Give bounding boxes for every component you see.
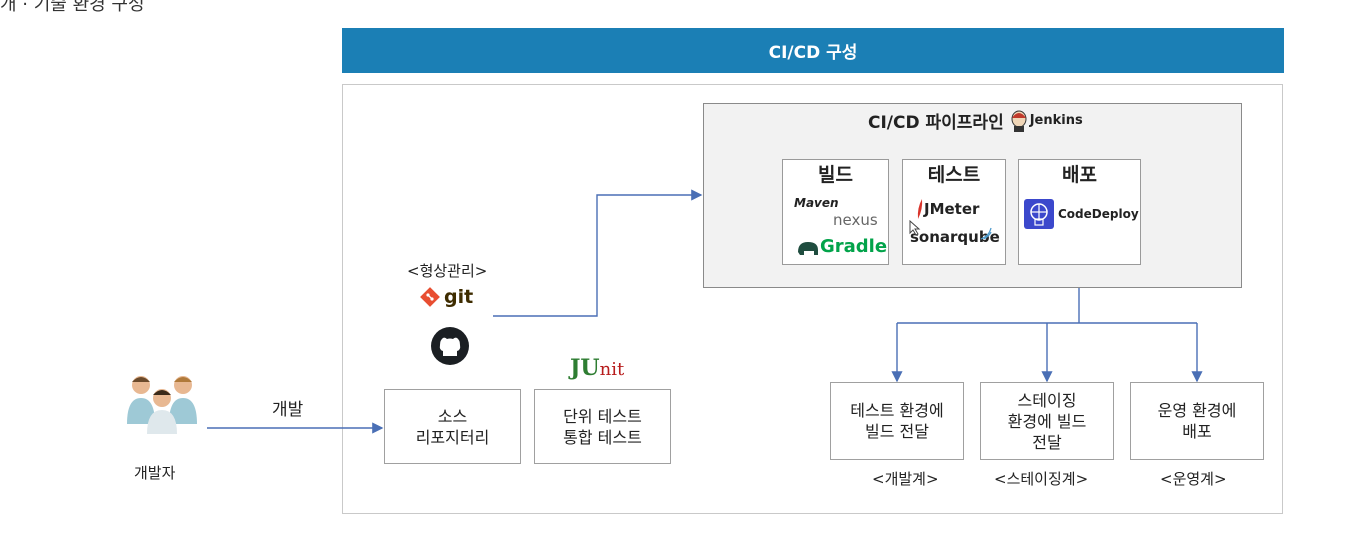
diagram-title: CI/CD 구성 <box>768 43 858 63</box>
env-label-dev: <개발계> <box>872 470 939 488</box>
stage-build-title: 빌드 <box>818 164 853 186</box>
develop-action-label: 개발 <box>272 400 304 420</box>
diagram-frame <box>342 84 1283 514</box>
gradle-elephant-icon <box>798 241 818 255</box>
codedeploy-icon <box>1024 199 1054 229</box>
maven-logo: Maven <box>794 196 839 210</box>
diagram-title-banner: CI/CD 구성 <box>342 28 1284 73</box>
deploy-target-dev-box: 테스트 환경에 빌드 전달 <box>830 382 964 460</box>
env-label-staging: <스테이징계> <box>994 470 1089 488</box>
pipeline-title: CI/CD 파이프라인 Jenkins <box>868 108 1083 133</box>
scm-label: <형상관리> <box>407 262 488 280</box>
git-logo: git <box>420 286 473 308</box>
developer-label: 개발자 <box>134 464 176 482</box>
git-to-pipeline-arrow <box>493 189 703 317</box>
mouse-cursor-icon <box>909 220 921 236</box>
developers-icon <box>127 376 197 434</box>
nexus-logo: nexus <box>833 211 878 229</box>
deploy-target-staging-box: 스테이징 환경에 빌드 전달 <box>980 382 1114 460</box>
source-repository-box: 소스 리포지터리 <box>384 389 521 464</box>
unit-test-box: 단위 테스트 통합 테스트 <box>534 389 671 464</box>
github-icon <box>431 327 469 365</box>
gradle-logo: Gradle <box>796 236 887 257</box>
junit-logo: JUnit <box>570 355 625 381</box>
env-label-prod: <운영계> <box>1160 470 1227 488</box>
jmeter-feather-icon <box>917 199 923 219</box>
jmeter-logo: JMeter <box>916 199 979 219</box>
jenkins-logo: Jenkins <box>1010 110 1083 132</box>
deploy-target-prod-box: 운영 환경에 배포 <box>1130 382 1264 460</box>
stage-deploy-title: 배포 <box>1062 164 1097 186</box>
stage-test-title: 테스트 <box>927 164 981 186</box>
cropped-heading-text: 개 · 기술 환경 구성 <box>0 0 145 15</box>
git-icon <box>420 287 440 307</box>
sonar-waves-icon <box>980 227 992 240</box>
jenkins-icon <box>1011 110 1027 132</box>
codedeploy-logo: CodeDeploy <box>1024 199 1139 229</box>
sonarqube-logo: sonarqube <box>910 228 1000 246</box>
